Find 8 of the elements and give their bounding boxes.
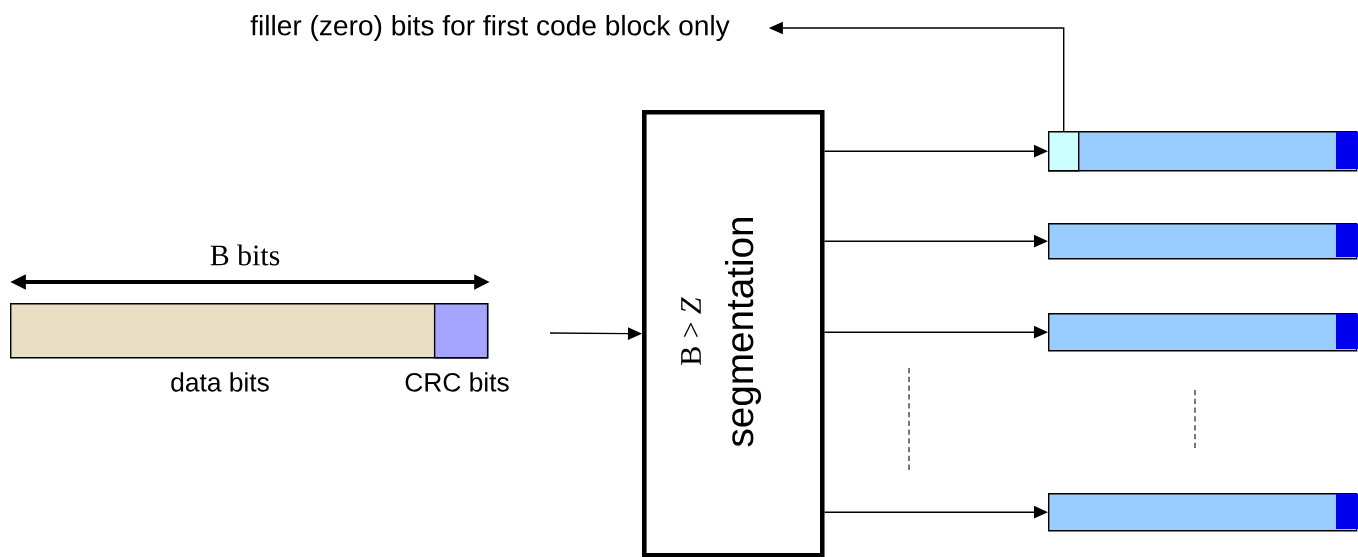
box-label: B > Z <box>681 297 701 365</box>
block-caption: CRC bits <box>405 372 509 392</box>
filler-segment <box>1048 131 1080 172</box>
dimension-label: B bits <box>210 244 280 266</box>
block-caption: data bits <box>171 372 269 392</box>
note-text: filler (zero) bits for first code block only <box>250 14 730 42</box>
crc-segment <box>433 303 489 359</box>
box-label: segmentation <box>725 218 761 447</box>
